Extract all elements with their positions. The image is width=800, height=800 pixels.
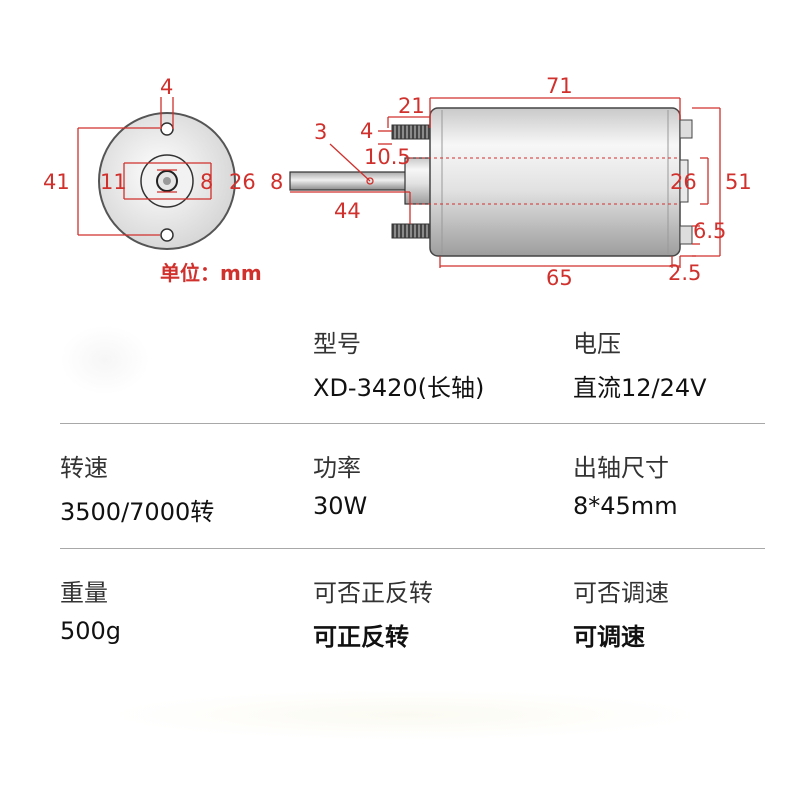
spec-row: 型号 XD-3420(长轴) 电压 直流12/24V <box>60 300 765 424</box>
spec-value: 直流12/24V <box>573 374 707 402</box>
spec-value: 30W <box>313 492 368 520</box>
dim-shaft-dia: 8 <box>270 170 283 194</box>
spec-label: 可否调速 <box>573 579 669 607</box>
output-shaft <box>289 171 411 191</box>
dim-front-len: 21 <box>398 94 425 118</box>
faded-footer <box>110 690 700 740</box>
dim-rear-height: 26 <box>670 170 697 194</box>
dim-rear-len: 2.5 <box>668 261 701 285</box>
front-view: 4 41 11 8 26 <box>43 75 256 250</box>
spec-value: XD-3420(长轴) <box>313 374 485 402</box>
unit-label: 单位：mm <box>160 261 262 285</box>
dim-body-dia: 51 <box>725 170 752 194</box>
dim-hole: 4 <box>160 75 173 99</box>
spec-label: 电压 <box>573 330 621 358</box>
dim-terminal-offset: 6.5 <box>693 219 726 243</box>
dim-body-len: 65 <box>546 266 573 290</box>
spec-label: 型号 <box>313 330 361 358</box>
spec-label: 重量 <box>60 579 108 607</box>
mount-hole-bottom <box>160 228 174 242</box>
faded-placeholder <box>60 325 150 395</box>
motor-body <box>429 107 681 257</box>
rear-terminal-top <box>679 119 693 139</box>
rear-boss <box>679 159 689 203</box>
spec-label: 出轴尺寸 <box>573 454 669 482</box>
side-view: 71 21 4 3 10.5 8 44 65 26 51 6.5 2.5 <box>270 74 752 290</box>
spec-row: 转速 3500/7000转 功率 30W 出轴尺寸 8*45mm <box>60 424 765 548</box>
row-divider <box>60 423 765 424</box>
dim-boss: 11 <box>100 170 127 194</box>
spec-value: 3500/7000转 <box>60 498 215 526</box>
motor-dimension-drawing: 4 41 11 8 26 <box>43 74 752 290</box>
dim-shaft-small: 3 <box>314 120 327 144</box>
spec-value: 可调速 <box>573 623 645 651</box>
screw-bottom <box>391 223 431 239</box>
spec-row: 重量 500g 可否正反转 可正反转 可否调速 可调速 <box>60 549 765 673</box>
screw-top <box>391 124 431 140</box>
spec-label: 功率 <box>313 454 361 482</box>
row-divider <box>60 548 765 549</box>
dim-width: 41 <box>43 170 70 194</box>
dim-shaft: 8 <box>200 170 213 194</box>
spec-value: 500g <box>60 617 122 645</box>
dim-boss-len: 10.5 <box>364 145 411 169</box>
dim-screw: 4 <box>360 119 373 143</box>
mount-hole-top <box>160 122 174 136</box>
dim-shaft-len: 44 <box>334 199 361 223</box>
spec-label: 可否正反转 <box>313 579 433 607</box>
dim-length-total: 71 <box>546 74 573 98</box>
front-shaft-center <box>163 177 171 185</box>
rear-terminal-bottom <box>679 225 693 245</box>
spec-label: 转速 <box>60 454 108 482</box>
spec-value: 8*45mm <box>573 492 678 520</box>
spec-value: 可正反转 <box>313 623 409 651</box>
dim-mount: 26 <box>229 170 256 194</box>
